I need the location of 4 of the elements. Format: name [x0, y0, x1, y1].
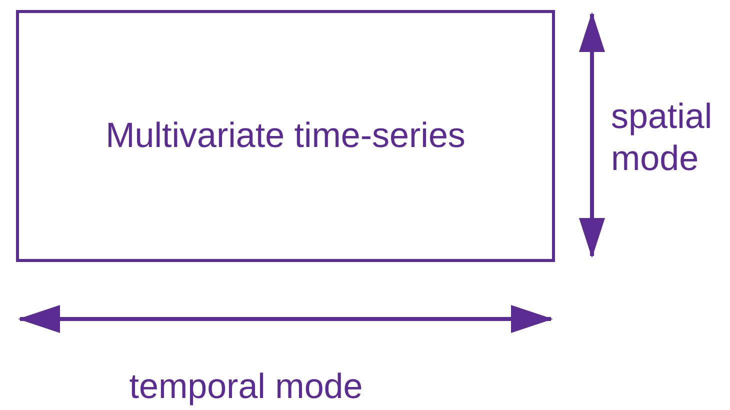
- data-box: [16, 10, 555, 262]
- dimension-label: spatial mode: [611, 96, 714, 180]
- dimension-label: temporal mode: [128, 366, 364, 408]
- box-label: Multivariate time-series: [106, 115, 466, 158]
